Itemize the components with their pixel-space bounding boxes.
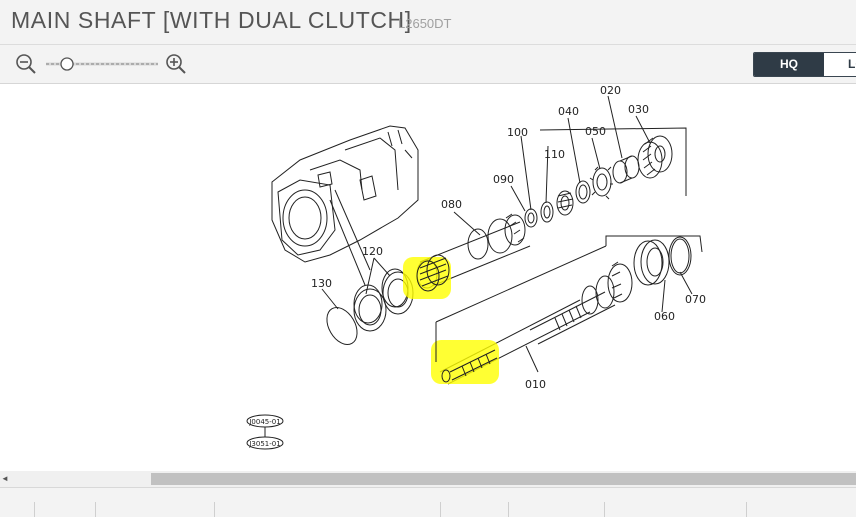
page-header: MAIN SHAFT [WITH DUAL CLUTCH] L2650DT <box>0 0 856 45</box>
callout-090[interactable]: 090 <box>493 173 514 186</box>
transmission-housing <box>271 125 419 286</box>
callout-110[interactable]: 110 <box>544 148 565 161</box>
scroll-left-arrow[interactable]: ◄ <box>1 474 9 483</box>
footer-bar <box>0 487 856 517</box>
footer-divider <box>214 502 215 517</box>
part-110-bearing[interactable] <box>556 190 574 216</box>
part-130-ring[interactable] <box>321 302 364 350</box>
hq-button[interactable]: HQ <box>754 53 824 76</box>
footer-divider <box>440 502 441 517</box>
callout-030[interactable]: 030 <box>628 103 649 116</box>
zoom-slider[interactable] <box>46 56 158 72</box>
part-070-snap-ring[interactable] <box>668 236 692 276</box>
highlight-080-spline <box>403 257 451 299</box>
lq-button[interactable]: LQ <box>824 53 856 76</box>
part-040-washer[interactable] <box>575 180 591 204</box>
part-090-ring[interactable] <box>524 208 538 228</box>
part-060-bearing[interactable] <box>633 239 670 286</box>
callout-020[interactable]: 020 <box>600 84 621 97</box>
callout-010[interactable]: 010 <box>525 378 546 391</box>
callout-070[interactable]: 070 <box>685 293 706 306</box>
callout-100[interactable]: 100 <box>507 126 528 139</box>
scroll-thumb[interactable] <box>151 473 856 485</box>
footer-divider <box>604 502 605 517</box>
parts-diagram: 100 110 040 050 020 030 090 080 120 130 … <box>246 84 706 450</box>
part-130-bearing-outer[interactable] <box>353 288 387 332</box>
zoom-slider-thumb[interactable] <box>60 57 74 71</box>
highlight-010-spline <box>431 340 499 384</box>
footer-divider <box>508 502 509 517</box>
part-030-gear[interactable] <box>637 135 673 179</box>
callout-040[interactable]: 040 <box>558 105 579 118</box>
footer-divider <box>746 502 747 517</box>
part-020-collar[interactable] <box>612 155 640 184</box>
zoom-out-icon[interactable] <box>15 53 37 75</box>
part-100-ring[interactable] <box>540 201 554 223</box>
callout-050[interactable]: 050 <box>585 125 606 138</box>
zoom-in-icon[interactable] <box>165 53 187 75</box>
footer-divider <box>95 502 96 517</box>
part-050-gear[interactable] <box>589 166 613 200</box>
reference-codes: J0045-01 J3051-01 <box>246 414 284 450</box>
callout-080[interactable]: 080 <box>441 198 462 211</box>
quality-toggle: HQ LQ <box>753 52 856 77</box>
callout-120[interactable]: 120 <box>362 245 383 258</box>
footer-divider <box>34 502 35 517</box>
horizontal-scrollbar[interactable]: ◄ <box>0 471 856 487</box>
callout-130[interactable]: 130 <box>311 277 332 290</box>
model-code: L2650DT <box>398 16 452 31</box>
toolbar: HQ LQ <box>0 45 856 84</box>
diagram-canvas[interactable]: 100 110 040 050 020 030 090 080 120 130 … <box>0 84 856 470</box>
ref-code-1: J0045-01 <box>248 418 280 426</box>
callout-060[interactable]: 060 <box>654 310 675 323</box>
page-title: MAIN SHAFT [WITH DUAL CLUTCH] <box>11 7 412 33</box>
ref-code-2: J3051-01 <box>248 440 280 448</box>
